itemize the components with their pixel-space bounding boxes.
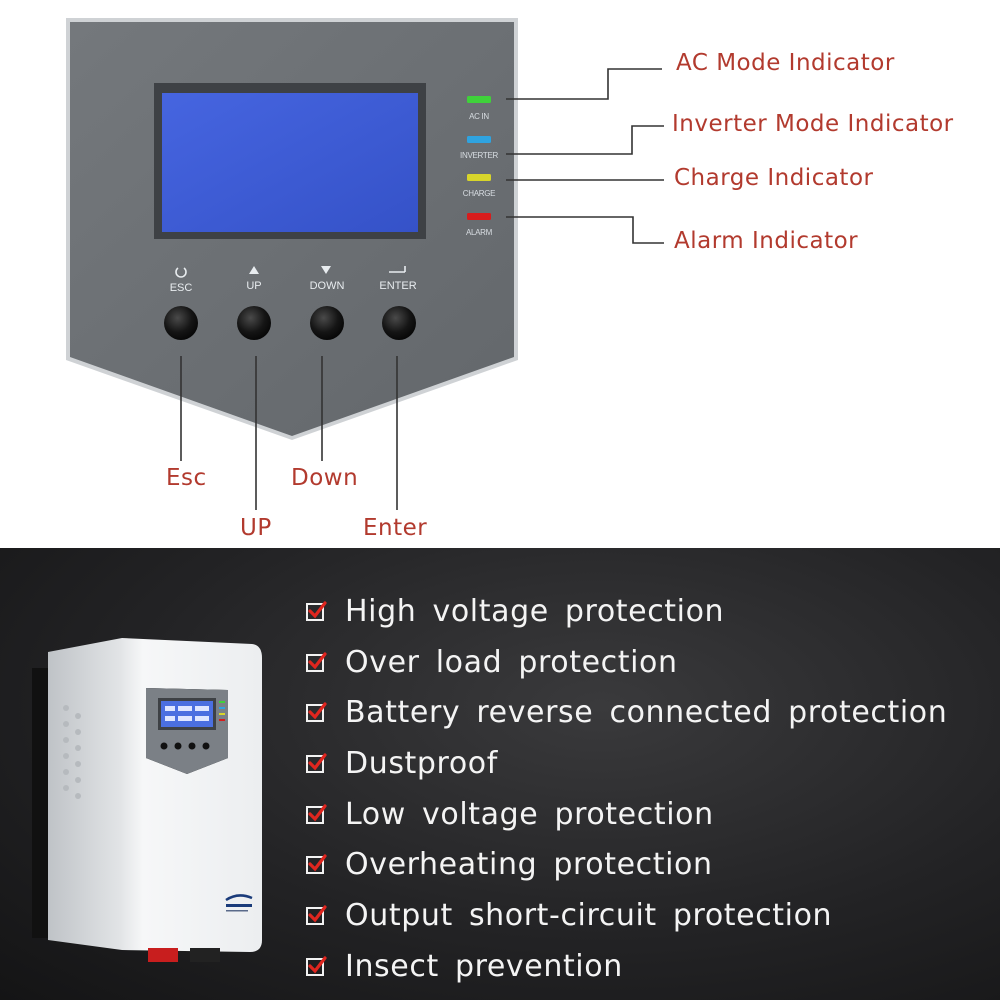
callout-up: UP: [240, 515, 272, 541]
led-label-charge: CHARGE: [462, 189, 496, 198]
callout-ac-mode: AC Mode Indicator: [676, 50, 895, 76]
feature-item: High voltage protection: [306, 586, 947, 637]
button-label-esc: ESC: [169, 282, 193, 294]
callout-down: Down: [291, 465, 359, 491]
feature-item: Dustproof: [306, 738, 947, 789]
feature-text: Dustproof: [345, 745, 498, 781]
feature-text: Battery reverse connected protection: [345, 695, 948, 731]
feature-item: Output short-circuit protection: [306, 890, 947, 941]
leader-line-ac: [506, 68, 662, 100]
feature-list: High voltage protection Over load protec…: [306, 586, 947, 992]
led-label-alarm: ALARM: [465, 228, 493, 237]
esc-knob: [164, 306, 198, 340]
callout-enter: Enter: [363, 515, 428, 541]
feature-text: Overheating protection: [345, 847, 713, 883]
button-label-enter: ENTER: [379, 280, 417, 292]
up-knob: [237, 306, 271, 340]
led-ac-in: [467, 96, 491, 103]
checkbox-checked-icon: [306, 803, 327, 825]
feature-text: High voltage protection: [345, 593, 725, 629]
feature-item: Over load protection: [306, 637, 947, 688]
enter-knob: [382, 306, 416, 340]
inverter-product-image: [32, 638, 262, 962]
feature-text: Insect prevention: [345, 948, 623, 984]
feature-text: Output short-circuit protection: [345, 897, 833, 933]
checkbox-checked-icon: [306, 651, 327, 673]
callout-charge: Charge Indicator: [674, 165, 874, 191]
esc-symbol-icon: [175, 267, 187, 278]
features-section: High voltage protection Over load protec…: [0, 548, 1000, 1000]
checkbox-checked-icon: [306, 601, 327, 622]
lcd-screen: [162, 93, 418, 232]
checkbox-checked-icon: [306, 753, 327, 774]
checkbox-checked-icon: [306, 956, 327, 977]
callout-esc: Esc: [166, 465, 207, 491]
led-alarm: [467, 213, 491, 220]
down-arrow-icon: [321, 266, 331, 274]
button-label-down: DOWN: [309, 280, 345, 292]
enter-symbol-icon: [389, 266, 406, 273]
feature-item: Overheating protection: [306, 839, 947, 890]
feature-item: Low voltage protection: [306, 789, 947, 840]
led-label-ac-in: AC IN: [469, 112, 489, 121]
leader-line-alarm: [506, 216, 664, 244]
feature-item: Insect prevention: [306, 941, 947, 992]
led-charge: [467, 174, 491, 181]
led-inverter: [467, 136, 491, 143]
callout-inverter-mode: Inverter Mode Indicator: [672, 111, 954, 137]
checkbox-checked-icon: [306, 854, 327, 875]
leader-line-inverter: [506, 125, 664, 155]
feature-text: Low voltage protection: [345, 796, 714, 832]
feature-text: Over load protection: [345, 644, 678, 680]
feature-item: Battery reverse connected protection: [306, 687, 947, 738]
down-knob: [310, 306, 344, 340]
up-arrow-icon: [249, 266, 259, 274]
checkbox-checked-icon: [306, 702, 327, 723]
brand-logo-icon: [225, 894, 253, 902]
control-panel-illustration: [66, 18, 664, 510]
control-panel-diagram: AC IN INVERTER CHARGE ALARM ESC UP DOWN …: [66, 18, 954, 541]
led-label-inverter: INVERTER: [460, 151, 498, 160]
button-label-up: UP: [246, 280, 262, 292]
checkbox-checked-icon: [306, 905, 327, 926]
callout-alarm: Alarm Indicator: [674, 228, 859, 254]
